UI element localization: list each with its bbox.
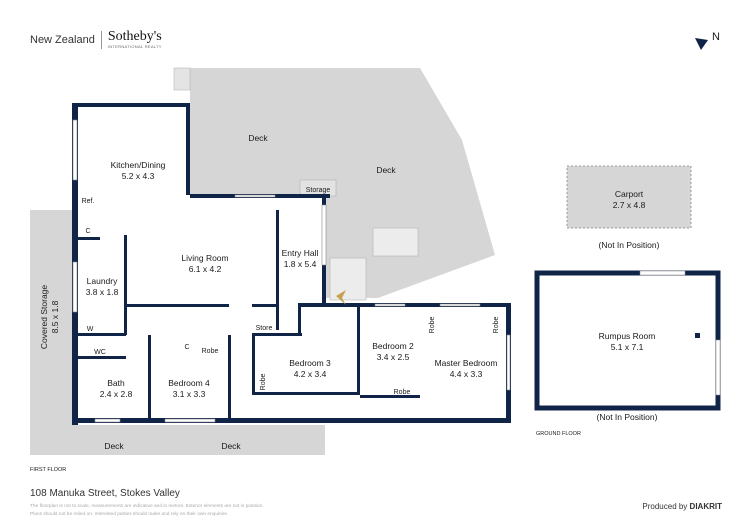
room-name-covered-storage: Covered Storage [39,285,49,350]
washer-label: W [87,326,94,333]
room-name-bed4: Bedroom 4 [168,378,210,388]
room-size-kitchen: 5.2 x 4.3 [122,171,155,181]
room-name-bed3: Bedroom 3 [289,358,331,368]
rumpus-window [639,270,686,276]
storage-label: Storage [306,187,331,194]
windows [72,119,511,423]
room-size-bed4: 3.1 x 3.3 [173,389,206,399]
brand-region: New Zealand [30,33,95,46]
room-size-laundry: 3.8 x 1.8 [86,287,119,297]
room-name-entry: Entry Hall [282,248,319,258]
address: 108 Manuka Street, Stokes Valley [30,488,180,499]
deck-lower [30,425,325,455]
room-name-living: Living Room [181,253,228,263]
ground-floor-label: GROUND FLOOR [536,431,581,437]
producer-credit: Produced by DIAKRIT [642,502,722,511]
room-size-bed2: 3.4 x 2.5 [377,352,410,362]
first-floor-label: FIRST FLOOR [30,467,66,473]
compass-label: N [712,31,720,43]
store-label: Store [256,325,273,332]
room-name-carport: Carport [615,189,644,199]
robe-label: Robe [394,389,411,396]
room-size-covered-storage: 8.5 x 1.8 [50,300,60,333]
room-size-carport: 2.7 x 4.8 [613,200,646,210]
room-name-kitchen: Kitchen/Dining [111,160,166,170]
deck-stairs-top [173,67,191,91]
cupboard-label: C [184,344,189,351]
room-size-living: 6.1 x 4.2 [189,264,222,274]
carport-area [566,165,692,229]
producer-name: DIAKRIT [689,502,722,511]
room-size-bed3: 4.2 x 3.4 [294,369,327,379]
north-compass-icon: N [695,31,720,50]
deck-stairs-entry [329,257,367,301]
produced-by-label: Produced by [642,502,688,511]
room-size-entry: 1.8 x 5.4 [284,259,317,269]
wc-label: WC [94,349,106,356]
deck-label: Deck [221,441,241,451]
brand-tagline: INTERNATIONAL REALTY [107,44,162,49]
room-size-rumpus: 5.1 x 7.1 [611,342,644,352]
disclaimer-line-2: Plans should not be relied on. Intereste… [30,512,229,517]
brand-logo: New Zealand Sotheby's INTERNATIONAL REAL… [30,29,162,50]
room-size-bath: 2.4 x 2.8 [100,389,133,399]
room-size-master: 4.4 x 3.3 [450,369,483,379]
deck-label: Deck [248,133,268,143]
deck-label: Deck [104,441,124,451]
logo-divider [100,30,102,49]
robe-label: Robe [260,374,267,391]
disclaimer-line-1: The floorplan is not to scale, measureme… [30,504,264,509]
room-name-bed2: Bedroom 2 [372,341,414,351]
room-name-bath: Bath [107,378,125,388]
brand-name: Sotheby's [107,29,162,44]
covered-storage-area [30,210,72,425]
carport-note: (Not In Position) [599,240,660,250]
room-name-master: Master Bedroom [435,358,498,368]
entrance-marker-icon [336,290,346,305]
robe-label: Robe [429,317,436,334]
ref-label: Ref. [82,198,95,205]
room-name-laundry: Laundry [87,276,118,286]
deck-label: Deck [376,165,396,175]
rumpus-note: (Not In Position) [597,412,658,422]
robe-label: Robe [493,317,500,334]
rumpus-window-side [715,339,721,396]
deck-stairs-mid [372,227,419,257]
cupboard-label: C [85,228,90,235]
room-name-rumpus: Rumpus Room [599,331,656,341]
robe-label: Robe [202,348,219,355]
rumpus-post [695,333,700,338]
deck-upper [190,68,495,298]
